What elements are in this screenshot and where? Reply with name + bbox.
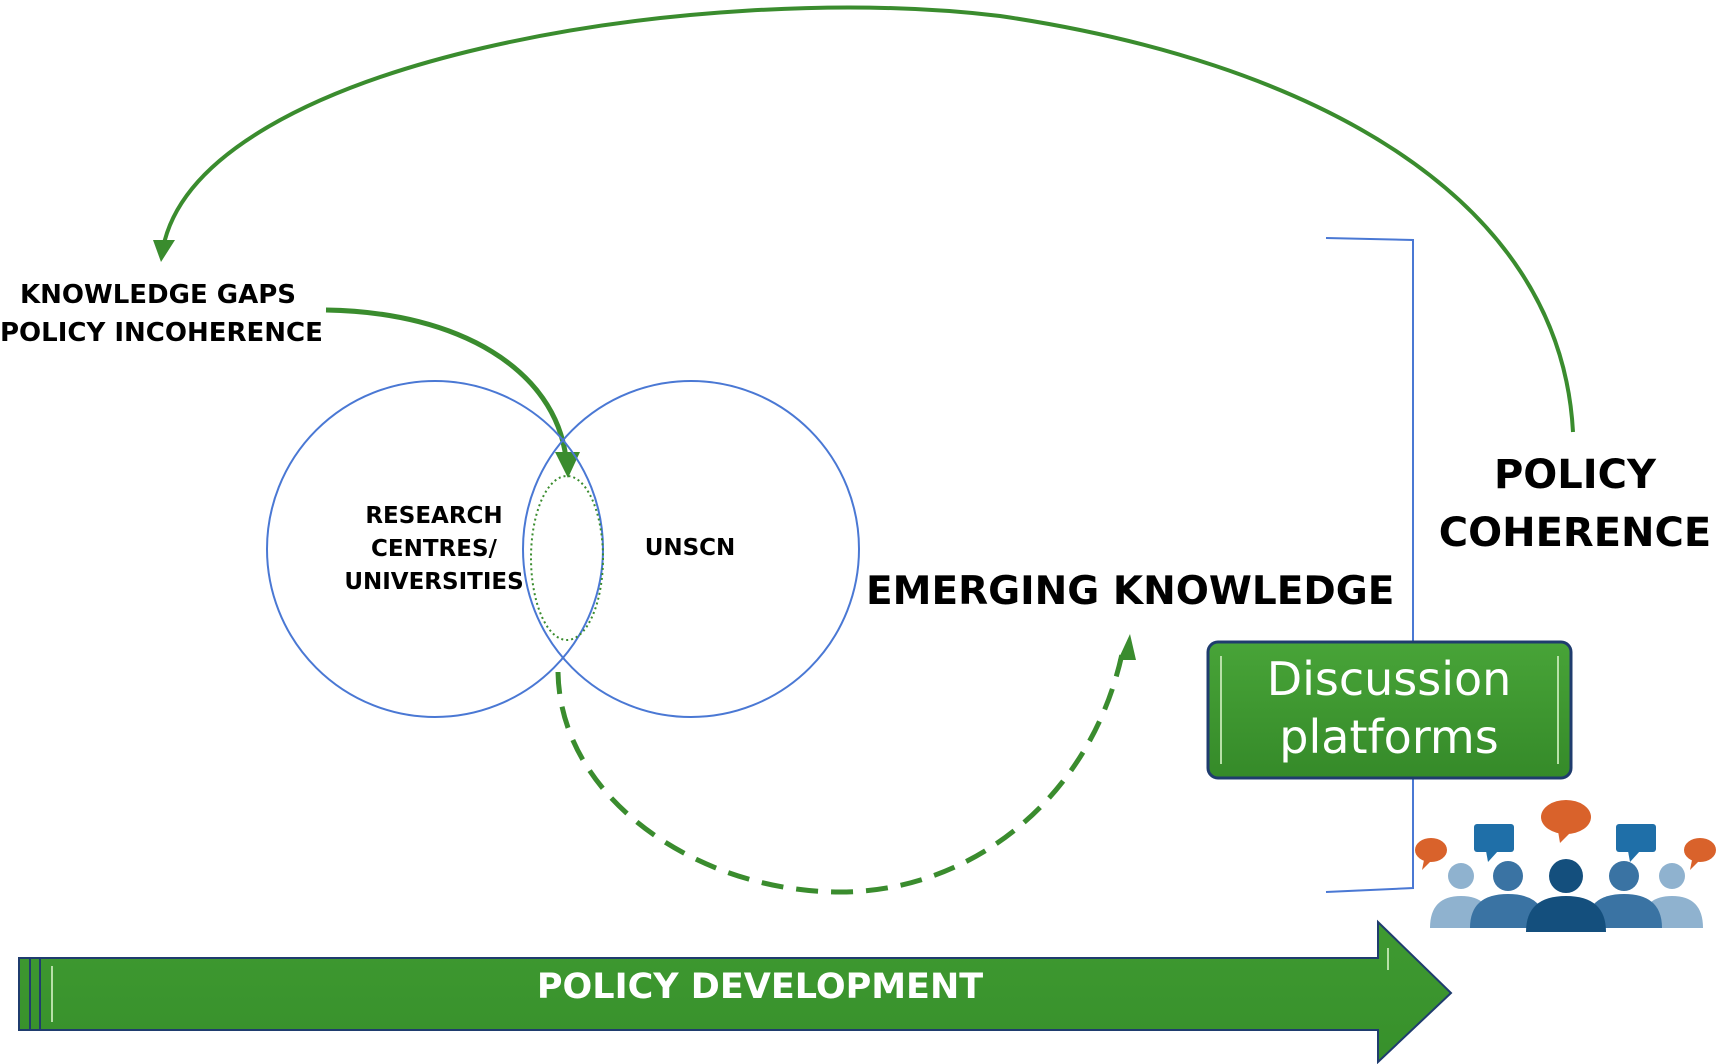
unscn-circle bbox=[522, 380, 860, 718]
discussion-platforms-box bbox=[1206, 640, 1573, 780]
knowledge-gaps-line: KNOWLEDGE GAPS bbox=[20, 280, 296, 310]
gaps-to-intersection-arrowhead bbox=[555, 452, 580, 478]
coherence-line: COHERENCE bbox=[1438, 510, 1712, 556]
knowledge-gaps-label: KNOWLEDGE GAPS POLICY INCOHERENCE bbox=[0, 276, 323, 352]
discussion-group-icon bbox=[1415, 800, 1716, 932]
gaps-to-intersection-arrow bbox=[325, 307, 569, 459]
policy-incoherence-line: POLICY INCOHERENCE bbox=[0, 318, 323, 348]
feedback-arc-arrow bbox=[161, 5, 1575, 433]
emerging-knowledge-label: EMERGING KNOWLEDGE bbox=[866, 569, 1395, 614]
centres-line: CENTRES/ bbox=[371, 536, 497, 562]
intersection-ellipse bbox=[530, 475, 604, 641]
policy-coherence-label: POLICY COHERENCE bbox=[1430, 446, 1717, 562]
feedback-arc-arrowhead bbox=[153, 240, 175, 262]
platforms-line: platforms bbox=[1279, 710, 1499, 764]
policy-line: POLICY bbox=[1493, 452, 1656, 498]
discussion-bracket bbox=[1325, 237, 1414, 893]
discussion-line: Discussion bbox=[1266, 652, 1512, 706]
emerging-dashed-arc bbox=[555, 653, 1125, 895]
research-centres-label: RESEARCH CENTRES/ UNIVERSITIES bbox=[326, 500, 542, 599]
discussion-platforms-label: Discussion platforms bbox=[1210, 650, 1568, 766]
policy-development-arrow bbox=[18, 919, 1453, 1064]
research-line: RESEARCH bbox=[365, 503, 503, 529]
policy-development-label: POLICY DEVELOPMENT bbox=[536, 967, 984, 1007]
emerging-dashed-arrowhead bbox=[1118, 634, 1136, 660]
unscn-label: UNSCN bbox=[644, 535, 736, 561]
universities-line: UNIVERSITIES bbox=[344, 569, 524, 595]
